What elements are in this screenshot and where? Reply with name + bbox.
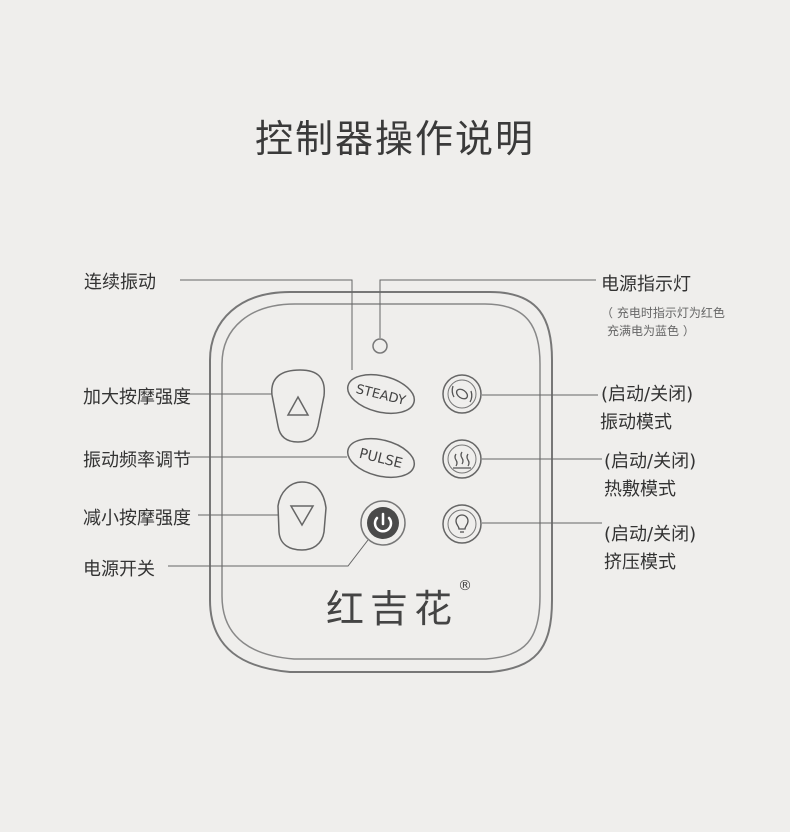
increase-intensity-button[interactable]: [271, 369, 326, 443]
squeeze-icon: [455, 514, 469, 533]
registered-mark: ®: [458, 578, 473, 594]
label-power-indicator: 电源指示灯: [601, 274, 691, 295]
label-power-switch: 电源开关: [83, 559, 155, 580]
vibration-mode-button[interactable]: [442, 374, 482, 414]
power-indicator-led: [372, 338, 388, 354]
label-vibration-toggle: (启动/关闭): [601, 384, 694, 405]
heat-wave-icon: [453, 451, 471, 469]
brand-logo: 红吉花®: [326, 578, 472, 633]
label-heat-toggle: (启动/关闭): [604, 451, 697, 472]
brand-name: 红吉花: [326, 587, 459, 631]
pulse-button[interactable]: PULSE: [344, 432, 419, 483]
power-icon: [373, 512, 393, 533]
label-squeeze-toggle: (启动/关闭): [604, 524, 697, 545]
power-button[interactable]: [360, 500, 406, 546]
page-title: 控制器操作说明: [254, 117, 535, 161]
label-heat-mode: 热敷模式: [604, 479, 676, 500]
label-vibration-mode: 振动模式: [600, 412, 672, 433]
label-continuous-vibration: 连续振动: [84, 272, 156, 293]
leader-lines: [168, 279, 602, 567]
triangle-up-icon: [286, 395, 310, 416]
decrease-intensity-button[interactable]: [277, 481, 327, 551]
indicator-note-line-1: （ 充电时指示灯为红色: [601, 306, 725, 320]
label-increase-intensity: 加大按摩强度: [83, 387, 191, 408]
triangle-down-icon: [289, 505, 315, 527]
indicator-note-line-2: 充满电为蓝色 ）: [607, 324, 695, 338]
steady-button[interactable]: STEADY: [344, 368, 419, 419]
vibration-icon: [451, 385, 473, 403]
label-vibration-frequency: 振动频率调节: [83, 450, 191, 471]
squeeze-mode-button[interactable]: [442, 504, 482, 544]
heat-mode-button[interactable]: [442, 439, 482, 479]
label-decrease-intensity: 减小按摩强度: [83, 508, 191, 529]
label-squeeze-mode: 挤压模式: [604, 552, 676, 573]
